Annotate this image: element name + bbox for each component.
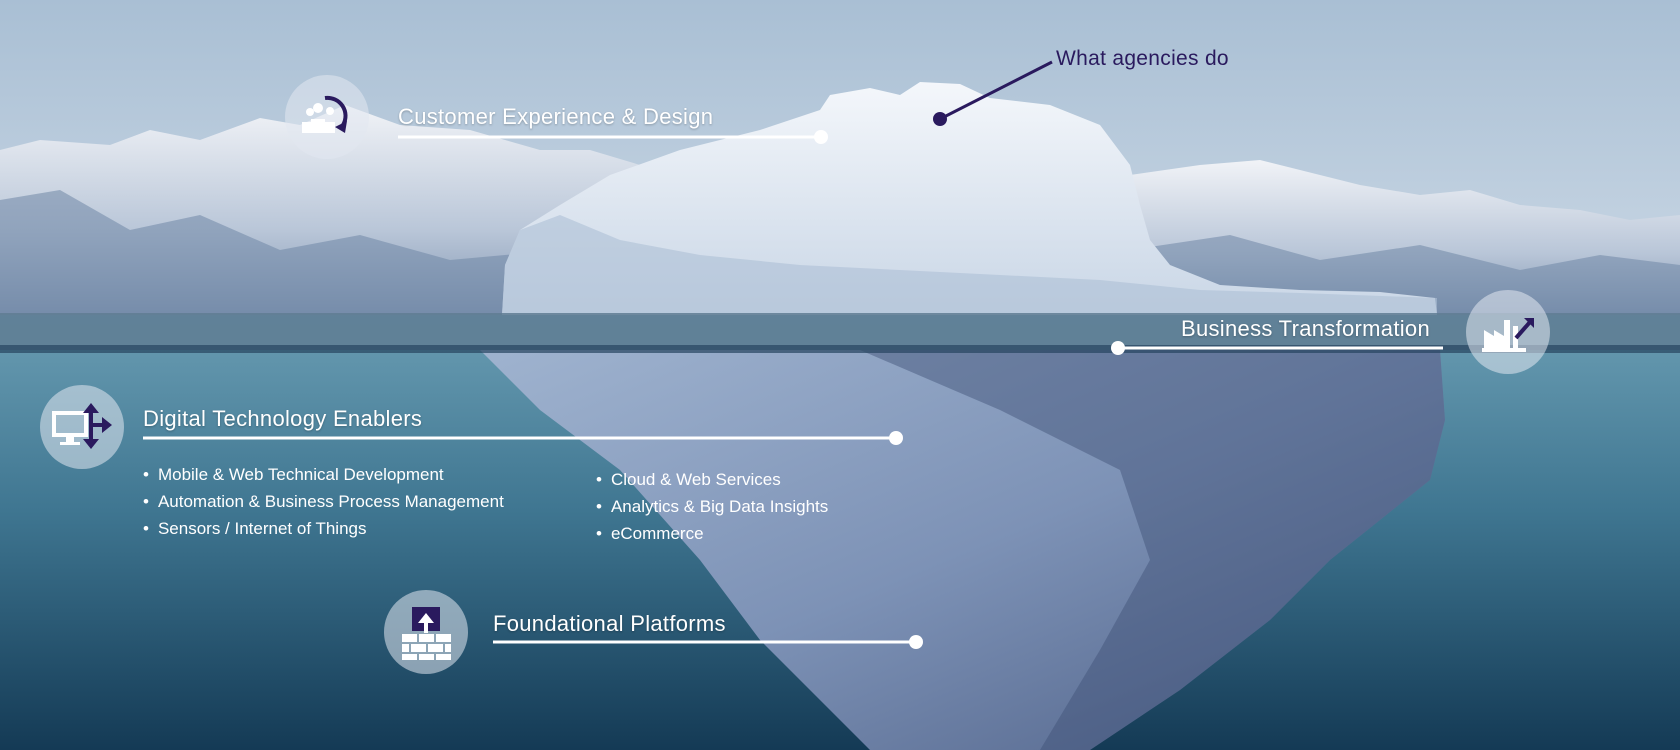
leader-dot-business-transformation (1111, 341, 1125, 355)
list-item: Mobile & Web Technical Development (143, 461, 504, 488)
leader-dot-what-agencies-do (933, 112, 947, 126)
list-item: Automation & Business Process Management (143, 488, 504, 515)
bricks-upload-icon (402, 607, 451, 660)
digital-technology-icon-circle (40, 385, 124, 469)
iceberg-underwater (480, 350, 1445, 750)
waterline (0, 313, 1680, 350)
leader-dot-digital-technology (889, 431, 903, 445)
iceberg-above-shade (502, 215, 1437, 315)
waterline-dark (0, 345, 1680, 353)
leader-dot-customer-experience (814, 130, 828, 144)
leader-what-agencies-do (939, 60, 1053, 121)
business-transformation-title: Business Transformation (1181, 316, 1431, 341)
digital-technology-list-right: Cloud & Web Services Analytics & Big Dat… (596, 466, 828, 547)
monitor-arrows-icon (52, 403, 112, 449)
list-item: Sensors / Internet of Things (143, 515, 504, 542)
mountains-left-shade (0, 190, 640, 315)
customer-experience-title: Customer Experience & Design (398, 104, 714, 129)
foundational-platforms-icon-circle (384, 590, 468, 674)
people-cycle-icon (302, 95, 348, 133)
list-item: Cloud & Web Services (596, 466, 828, 493)
digital-technology-list-left: Mobile & Web Technical Development Autom… (143, 461, 504, 542)
factory-growth-icon (1482, 318, 1534, 352)
customer-experience-icon-circle (285, 75, 369, 159)
digital-technology-title: Digital Technology Enablers (143, 406, 423, 431)
foundational-platforms-title: Foundational Platforms (493, 611, 726, 636)
iceberg-underwater-shadow (860, 350, 1445, 750)
list-item: Analytics & Big Data Insights (596, 493, 828, 520)
leader-dot-foundational-platforms (909, 635, 923, 649)
business-transformation-icon-circle (1466, 290, 1550, 374)
list-item: eCommerce (596, 520, 828, 547)
what-agencies-do-label: What agencies do (1056, 47, 1229, 70)
iceberg-above (502, 82, 1437, 315)
